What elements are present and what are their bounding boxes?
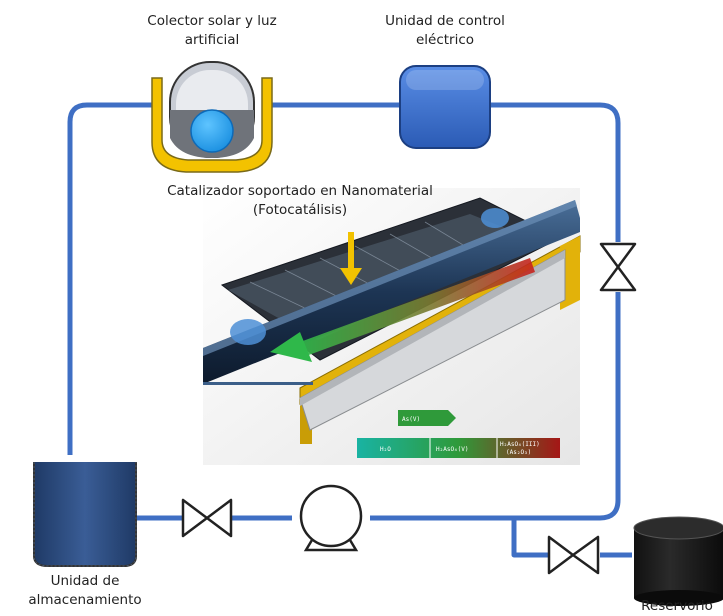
reservoir-icon — [633, 516, 723, 606]
storage-label: Unidad de almacenamiento — [0, 572, 170, 610]
catalyst-label-line1: Catalizador soportado en Nanomaterial — [167, 183, 433, 199]
pump-icon — [299, 484, 363, 552]
valve-reservoir-icon — [547, 535, 600, 575]
light-arrow-icon — [340, 232, 362, 285]
control-label-line2: eléctrico — [415, 32, 475, 48]
solar-collector-icon — [151, 61, 273, 173]
legend-middle-text: H₂AsO₄(V) — [436, 446, 469, 453]
valve-right-icon — [599, 242, 637, 292]
storage-label-line1: Unidad de — [50, 573, 120, 589]
reservoir-label: Reservorio — [627, 597, 723, 616]
reactor-inset-image: As(V) H₂O H₂AsO₄(V) H₂AsO₄(III) (As₂O₃) — [203, 188, 581, 465]
legend-top-text: As(V) — [402, 416, 420, 423]
control-unit-icon — [399, 65, 491, 149]
legend-right-text-2: (As₂O₃) — [506, 449, 531, 456]
storage-tank-icon — [33, 462, 137, 567]
pipe-top-right — [490, 102, 621, 242]
pipe-left-top — [67, 102, 160, 455]
valve-bottom-icon — [181, 498, 233, 538]
control-label: Unidad de control eléctrico — [355, 12, 535, 50]
catalyst-label-line2: (Fotocatálisis) — [252, 202, 348, 218]
catalyst-label: Catalizador soportado en Nanomaterial (F… — [120, 182, 480, 220]
pipe-to-reservoir — [511, 518, 548, 558]
legend-left-text: H₂O — [380, 446, 391, 453]
arsenic-legend: As(V) H₂O H₂AsO₄(V) H₂AsO₄(III) (As₂O₃) — [357, 410, 560, 458]
collector-label-line1: Colector solar y luz — [147, 13, 277, 29]
collector-label: Colector solar y luz artificial — [122, 12, 302, 50]
legend-right-text-1: H₂AsO₄(III) — [500, 441, 540, 448]
reservoir-label-text: Reservorio — [641, 598, 713, 614]
flow-arrow-icon — [270, 332, 312, 362]
collector-label-line2: artificial — [184, 32, 240, 48]
storage-label-line2: almacenamiento — [28, 592, 142, 608]
pipe-network — [67, 102, 632, 558]
control-label-line1: Unidad de control — [385, 13, 505, 29]
pipe-right-lower — [370, 292, 621, 521]
